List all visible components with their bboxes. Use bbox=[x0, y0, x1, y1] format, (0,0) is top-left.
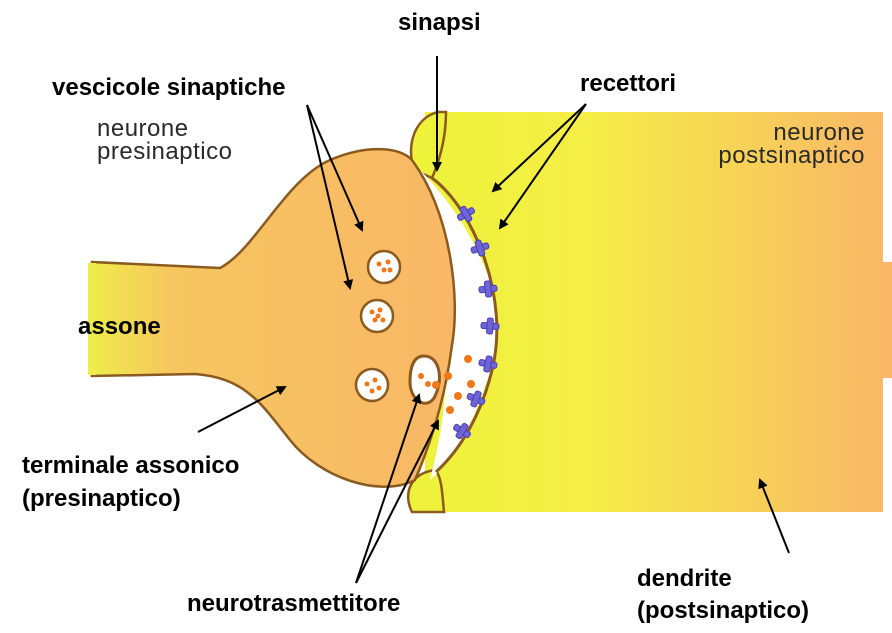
label-neurone-presinaptico-line2: presinaptico bbox=[97, 141, 232, 164]
label-assone: assone bbox=[78, 313, 161, 341]
fusing-vesicle bbox=[410, 356, 439, 403]
label-neurone-postsinaptico-line2: postsinaptico bbox=[718, 145, 865, 168]
synaptic-vesicle bbox=[356, 369, 388, 401]
label-postsinaptico: (postsinaptico) bbox=[637, 597, 809, 625]
synaptic-vesicle bbox=[368, 251, 400, 283]
label-presinaptico: (presinaptico) bbox=[22, 485, 181, 513]
label-recettori: recettori bbox=[580, 70, 676, 98]
label-dendrite: dendrite bbox=[637, 565, 732, 593]
label-vescicole-sinaptiche: vescicole sinaptiche bbox=[52, 74, 285, 102]
label-terminale-assonico: terminale assonico bbox=[22, 452, 239, 480]
label-neurotrasmettitore: neurotrasmettitore bbox=[187, 590, 400, 618]
label-sinapsi: sinapsi bbox=[398, 9, 481, 37]
synaptic-vesicle bbox=[361, 300, 393, 332]
